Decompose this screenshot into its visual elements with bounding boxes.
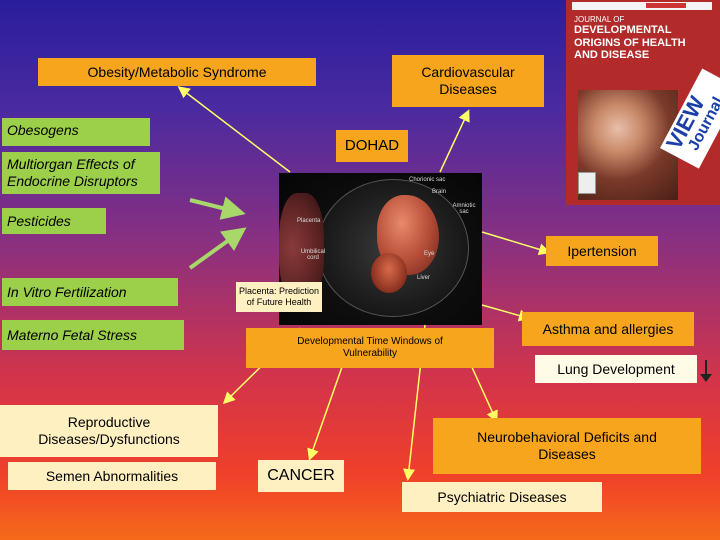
cardio-box: Cardiovascular Diseases <box>392 55 544 107</box>
dohad-box: DOHAD <box>336 130 408 162</box>
multiorgan-box: Multiorgan Effects of Endocrine Disrupto… <box>2 152 160 194</box>
cancer-box: CANCER <box>258 460 344 492</box>
arrow-to-cardio <box>439 109 470 173</box>
windows-box: Developmental Time Windows of Vulnerabil… <box>246 328 494 368</box>
arrow-to-asthma <box>481 304 531 322</box>
embryo-image: Chorionic sac Brain Amniotic sac Placent… <box>279 173 482 325</box>
journal-title-line3: ORIGINS OF HEALTH <box>574 36 686 49</box>
journal-title-line1: JOURNAL OF <box>574 15 625 24</box>
journal-title: JOURNAL OF DEVELOPMENTAL ORIGINS OF HEAL… <box>574 15 686 62</box>
pesticides-box: Pesticides <box>2 208 106 234</box>
materno-box: Materno Fetal Stress <box>2 320 184 350</box>
journal-cover: JOURNAL OF DEVELOPMENTAL ORIGINS OF HEAL… <box>566 0 720 205</box>
journal-title-line4: AND DISEASE <box>574 49 650 62</box>
embryo-label-placenta: Placenta <box>297 218 321 224</box>
psychiatric-box: Psychiatric Diseases <box>402 482 602 512</box>
obesity-box: Obesity/Metabolic Syndrome <box>38 58 316 86</box>
ivf-box: In Vitro Fertilization <box>2 278 178 306</box>
embryo-label-umbilical: Umbilical cord <box>300 249 326 261</box>
arrow-to-ipertension <box>481 231 551 256</box>
obesogens-box: Obesogens <box>2 118 150 146</box>
down-arrow-icon <box>700 360 712 382</box>
arrow-to-obesity <box>177 86 291 173</box>
embryo-label-eye: Eye <box>424 251 435 257</box>
reproductive-box: Reproductive Diseases/Dysfunctions <box>0 405 218 457</box>
green-arrow-ivf <box>188 227 247 270</box>
journal-seal <box>578 172 596 194</box>
ipertension-box: Ipertension <box>546 236 658 266</box>
green-arrow-pesticides <box>189 196 246 220</box>
embryo-label-chorionic: Chorionic sac <box>409 177 446 183</box>
embryo-label-brain: Brain <box>432 189 447 195</box>
embryo-label-amniotic: Amniotic sac <box>452 203 476 215</box>
embryo-label-liver: Liver <box>417 275 431 281</box>
semen-box: Semen Abnormalities <box>8 462 216 490</box>
lung-box: Lung Development <box>535 355 697 383</box>
asthma-box: Asthma and allergies <box>522 312 694 346</box>
placenta-box: Placenta: Prediction of Future Health <box>236 282 322 312</box>
neuro-box: Neurobehavioral Deficits and Diseases <box>433 418 701 474</box>
journal-title-line2: DEVELOPMENTAL <box>574 24 672 37</box>
